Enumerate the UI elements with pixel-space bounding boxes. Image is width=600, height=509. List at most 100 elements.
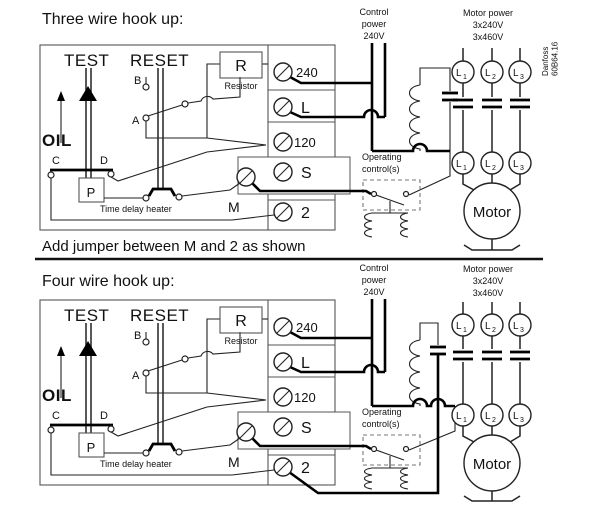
motor-label: Motor bbox=[473, 204, 511, 221]
switch-blade bbox=[147, 359, 183, 372]
svg-text:L: L bbox=[456, 159, 462, 170]
reset-label: RESET bbox=[130, 51, 189, 70]
screw-terminal-icon bbox=[273, 202, 293, 222]
motor-power-label: Motor power bbox=[463, 8, 513, 18]
svg-text:3x240V: 3x240V bbox=[473, 276, 504, 286]
svg-text:L: L bbox=[485, 411, 491, 422]
operating-controls bbox=[362, 434, 421, 490]
jumper-caption: Add jumper between M and 2 as shown bbox=[42, 238, 306, 255]
operating-controls bbox=[362, 179, 421, 238]
resistor-letter: R bbox=[235, 58, 247, 75]
panel-title: Four wire hook up: bbox=[42, 273, 175, 290]
svg-text:2: 2 bbox=[492, 74, 496, 81]
heater-coil-icon bbox=[363, 212, 373, 238]
control-power-label: Control bbox=[359, 263, 388, 273]
contactor-coil-icon bbox=[408, 84, 421, 151]
terminal-label: 240 bbox=[296, 65, 318, 80]
operating-controls-label: Operating bbox=[362, 152, 402, 162]
contact-a-label: A bbox=[132, 370, 140, 382]
svg-text:L: L bbox=[485, 321, 491, 332]
time-delay-heater-symbol bbox=[104, 182, 241, 202]
contact-b-label: B bbox=[134, 330, 141, 342]
svg-text:L: L bbox=[456, 321, 462, 332]
resistor-label: Resistor bbox=[224, 336, 257, 346]
operating-controls-box bbox=[362, 179, 421, 211]
motor-power-label: Motor power bbox=[463, 264, 513, 274]
screw-terminal-icon bbox=[273, 417, 293, 437]
motor-label: Motor bbox=[473, 456, 511, 473]
svg-text:L: L bbox=[456, 68, 462, 79]
screw-terminal-icon bbox=[273, 132, 293, 152]
contact-b-label: B bbox=[134, 75, 141, 87]
svg-text:3x460V: 3x460V bbox=[473, 288, 504, 298]
resistor-box bbox=[219, 51, 263, 79]
svg-text:L: L bbox=[513, 68, 519, 79]
terminal-label: S bbox=[301, 420, 312, 437]
svg-text:L: L bbox=[485, 159, 491, 170]
screw-terminal-icon bbox=[273, 162, 293, 182]
three-wire-panel: Three wire hook up: bbox=[39, 7, 560, 255]
svg-text:3x460V: 3x460V bbox=[473, 32, 504, 42]
m-jumper-wire bbox=[251, 182, 372, 196]
terminal-screws bbox=[236, 62, 293, 222]
contact-d-label: D bbox=[100, 410, 108, 422]
resistor-box bbox=[219, 306, 263, 334]
terminal-label: L bbox=[301, 355, 310, 372]
contact-c-label: C bbox=[52, 155, 60, 167]
internal-wiring bbox=[47, 306, 275, 476]
pressure-switch-label: P bbox=[87, 185, 96, 200]
svg-text:3: 3 bbox=[520, 74, 524, 81]
contact-d-label: D bbox=[100, 155, 108, 167]
test-valve-icon bbox=[79, 86, 97, 101]
resistor-letter: R bbox=[235, 313, 247, 330]
svg-text:L: L bbox=[513, 411, 519, 422]
svg-text:3: 3 bbox=[520, 327, 524, 334]
svg-text:3: 3 bbox=[520, 165, 524, 172]
motor-power-circuit bbox=[451, 48, 532, 251]
screw-terminal-icon bbox=[236, 167, 256, 187]
terminal2-loop-wire bbox=[288, 355, 440, 495]
test-valve-icon bbox=[79, 341, 97, 356]
svg-text:2: 2 bbox=[492, 165, 496, 172]
time-delay-heater-label: Time delay heater bbox=[100, 459, 172, 469]
switch-blade bbox=[147, 104, 183, 117]
heater-coil-icon bbox=[399, 467, 409, 490]
motor-power-circuit bbox=[451, 302, 532, 502]
ground-icon bbox=[463, 244, 521, 251]
operating-controls-label: Operating bbox=[362, 407, 402, 417]
screw-terminal-icon bbox=[273, 62, 293, 82]
power-wiring bbox=[251, 299, 455, 495]
doc-reference: Danfoss 60B64.16 bbox=[541, 41, 560, 76]
test-label: TEST bbox=[64, 306, 109, 325]
svg-text:240V: 240V bbox=[363, 31, 384, 41]
terminal-label: 240 bbox=[296, 320, 318, 335]
svg-text:1: 1 bbox=[463, 74, 467, 81]
screw-terminal-icon bbox=[273, 317, 293, 337]
svg-text:240V: 240V bbox=[363, 287, 384, 297]
terminal-label: S bbox=[301, 165, 312, 182]
internal-wiring bbox=[47, 51, 275, 221]
operating-switch-blade bbox=[375, 449, 405, 461]
control-unit-box bbox=[39, 44, 351, 231]
svg-text:2: 2 bbox=[492, 417, 496, 424]
time-delay-heater-symbol bbox=[104, 437, 241, 457]
operating-switch-blade bbox=[375, 194, 405, 206]
resistor-label: Resistor bbox=[224, 81, 257, 91]
svg-text:power: power bbox=[362, 275, 387, 285]
test-label: TEST bbox=[64, 51, 109, 70]
svg-text:control(s): control(s) bbox=[362, 419, 400, 429]
terminal-label: 120 bbox=[294, 390, 316, 405]
pressure-switch-box bbox=[78, 432, 105, 458]
svg-text:L: L bbox=[513, 159, 519, 170]
screw-terminal-icon bbox=[273, 387, 293, 407]
contactor-circuit bbox=[408, 322, 456, 451]
operating-controls-box bbox=[362, 434, 421, 466]
terminal-label: 2 bbox=[301, 460, 310, 477]
reset-label: RESET bbox=[130, 306, 189, 325]
time-delay-heater-label: Time delay heater bbox=[100, 204, 172, 214]
control-power-label: Control bbox=[359, 7, 388, 17]
heater-coil-icon bbox=[363, 467, 373, 490]
